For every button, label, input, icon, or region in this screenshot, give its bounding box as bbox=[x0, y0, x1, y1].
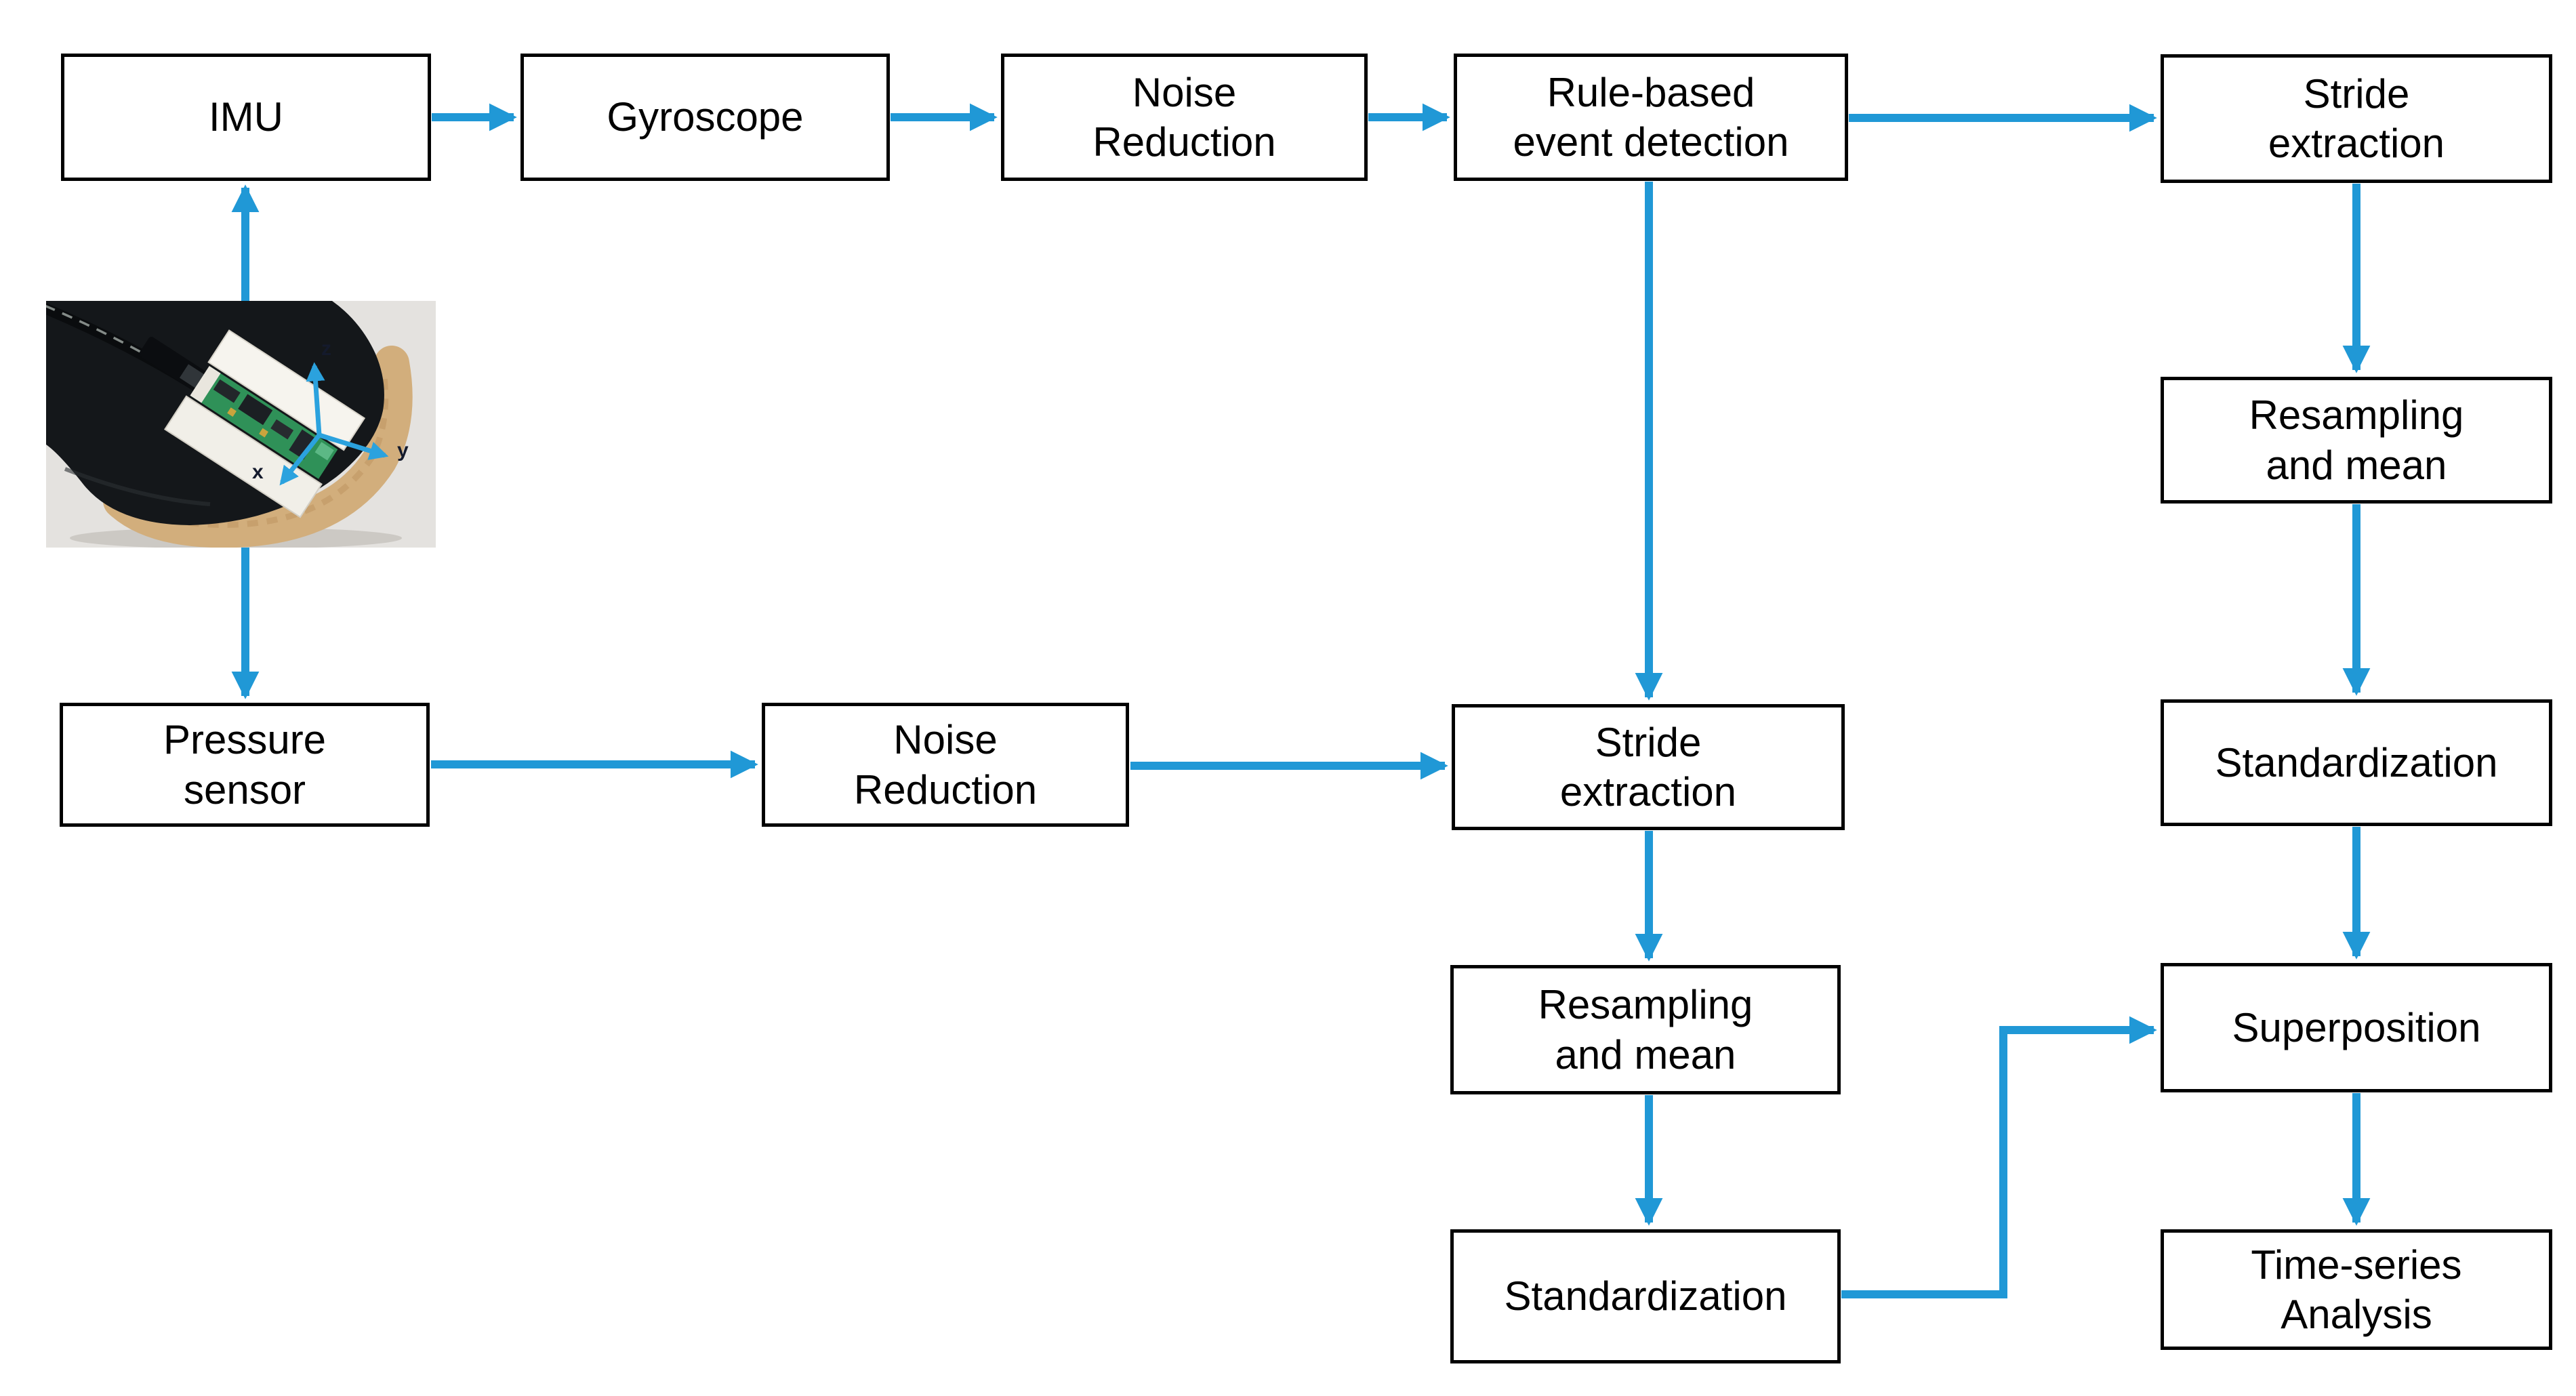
axis-x-label: x bbox=[252, 461, 264, 483]
node-gyroscope: Gyroscope bbox=[520, 54, 890, 181]
pcb-chip-4 bbox=[289, 429, 317, 460]
pcb-header bbox=[314, 442, 334, 461]
node-resampling-and-mean-imu: Resampling and mean bbox=[2161, 377, 2552, 504]
pcb-pad-1 bbox=[227, 407, 237, 417]
sole-rim-texture bbox=[131, 371, 389, 528]
arrow-standardization-mid-to-superposition bbox=[1841, 1016, 2157, 1298]
node-standardization-imu: Standardization bbox=[2161, 699, 2552, 826]
pcb-chip-3 bbox=[270, 419, 294, 440]
node-time-series-analysis: Time-series Analysis bbox=[2161, 1229, 2552, 1350]
usb-receptacle bbox=[190, 366, 221, 403]
sole-rim bbox=[103, 346, 413, 548]
pcb-chip-1 bbox=[213, 379, 241, 403]
pcb-pad-2 bbox=[259, 428, 268, 438]
node-superposition: Superposition bbox=[2161, 963, 2552, 1092]
node-noise-reduction-imu: Noise Reduction bbox=[1001, 54, 1368, 181]
insole-photo: z y x bbox=[46, 301, 436, 548]
axis-labels: z y x bbox=[252, 337, 409, 483]
axis-y-label: y bbox=[397, 439, 409, 461]
node-stride-extraction-pressure: Stride extraction bbox=[1452, 704, 1845, 830]
axis-z-label: z bbox=[321, 337, 331, 360]
imu-axes bbox=[279, 362, 389, 486]
holder-upper-wall bbox=[207, 329, 366, 451]
axis-z-arrow bbox=[306, 362, 325, 436]
usb-cable-highlight bbox=[46, 304, 197, 386]
insole-photo-graphic: z y x bbox=[46, 301, 436, 548]
node-stride-extraction-imu: Stride extraction bbox=[2161, 54, 2552, 183]
node-imu: IMU bbox=[61, 54, 431, 181]
fabric-fold-highlight bbox=[64, 467, 211, 506]
axis-y-arrow bbox=[318, 432, 389, 460]
node-resampling-and-mean-pressure: Resampling and mean bbox=[1450, 965, 1841, 1094]
node-rule-based-event-detection: Rule-based event detection bbox=[1454, 54, 1848, 181]
axis-x-arrow bbox=[279, 433, 321, 486]
node-noise-reduction-pressure: Noise Reduction bbox=[762, 703, 1129, 827]
node-standardization-pressure: Standardization bbox=[1450, 1229, 1841, 1363]
holder-lower-wall bbox=[163, 395, 323, 518]
node-pressure-sensor: Pressure sensor bbox=[60, 703, 430, 827]
pcb-chip-2 bbox=[238, 394, 273, 426]
sensor-holder bbox=[163, 329, 366, 518]
